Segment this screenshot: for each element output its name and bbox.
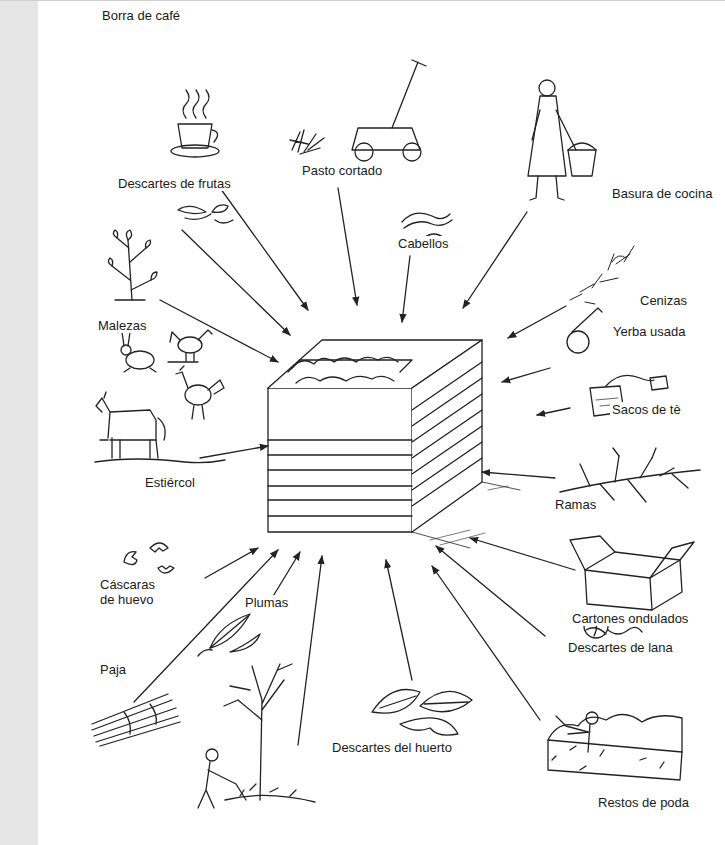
item-label: Pasto cortado bbox=[300, 163, 384, 178]
farm-animals bbox=[95, 330, 225, 463]
item-label: Plumas bbox=[243, 595, 290, 610]
coffee-cup bbox=[171, 90, 219, 157]
hedge-pruning bbox=[548, 712, 682, 780]
top-rule bbox=[0, 0, 725, 1]
item-label: Paja bbox=[98, 662, 128, 677]
item-label: Descartes de lana bbox=[566, 640, 675, 655]
straw-bundle bbox=[92, 694, 180, 746]
item-label: Basura de cocina bbox=[610, 186, 714, 201]
cardboard-box bbox=[570, 536, 694, 610]
tree-and-gardener bbox=[198, 664, 315, 808]
feathers bbox=[198, 614, 260, 656]
lawnmower bbox=[290, 60, 426, 161]
weeds bbox=[108, 230, 157, 300]
item-label: Estiércol bbox=[143, 475, 197, 490]
side-strip bbox=[0, 0, 38, 845]
ashes bbox=[570, 246, 634, 304]
fruit-peels bbox=[178, 205, 233, 223]
item-label: Descartes del huerto bbox=[330, 740, 454, 755]
branches bbox=[560, 448, 700, 502]
item-label: Ramas bbox=[553, 497, 598, 512]
item-label: Sacos de tè bbox=[610, 402, 683, 417]
item-label: Cartones ondulados bbox=[570, 611, 690, 626]
item-label: Cabellos bbox=[396, 236, 451, 251]
leader-arrows bbox=[134, 185, 575, 745]
egg-shells bbox=[124, 543, 174, 573]
woman-with-bucket bbox=[528, 80, 596, 200]
item-label: Cenizas bbox=[638, 293, 689, 308]
compost-bin bbox=[268, 340, 520, 548]
mate-gourd bbox=[567, 308, 602, 353]
item-label: Borra de café bbox=[100, 8, 182, 23]
item-label: Descartes de frutas bbox=[116, 176, 233, 191]
item-label: Malezas bbox=[96, 318, 148, 333]
item-label: Restos de poda bbox=[596, 795, 691, 810]
item-label: Cáscaras de huevo bbox=[98, 577, 168, 607]
item-label: Yerba usada bbox=[611, 324, 688, 339]
garden-leftovers bbox=[372, 690, 472, 736]
